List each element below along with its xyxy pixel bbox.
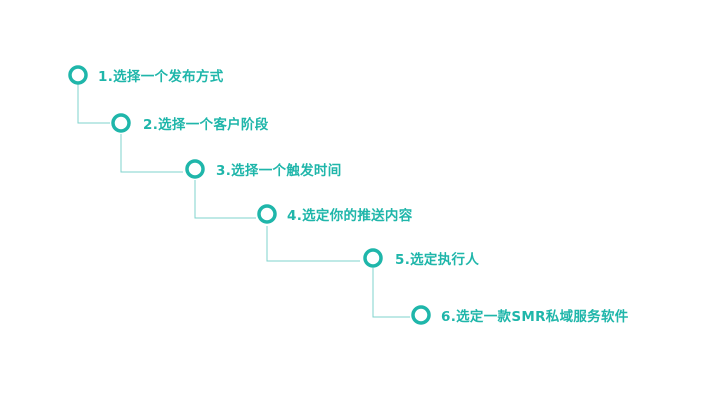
step-2: 2.选择一个客户阶段 <box>143 113 269 133</box>
step-4-label: 4.选定你的推送内容 <box>287 208 413 224</box>
step-1-circle-icon <box>68 65 88 85</box>
connector-group <box>77 84 410 318</box>
connector-2-3 <box>120 134 183 173</box>
step-3-circle-icon <box>185 159 205 179</box>
connector-5-6 <box>372 268 410 318</box>
step-markers <box>68 65 431 325</box>
step-5: 5.选定执行人 <box>395 248 479 268</box>
step-4: 4.选定你的推送内容 <box>287 204 413 224</box>
step-4-circle-icon <box>257 204 277 224</box>
step-6-label: 6.选定一款SMR私域服务软件 <box>441 309 629 325</box>
connector-4-5 <box>266 226 360 262</box>
step-1: 1.选择一个发布方式 <box>98 65 224 85</box>
step-3: 3.选择一个触发时间 <box>216 159 342 179</box>
step-2-label: 2.选择一个客户阶段 <box>143 117 269 133</box>
step-5-circle-icon <box>363 248 383 268</box>
step-6-circle-icon <box>411 305 431 325</box>
step-3-label: 3.选择一个触发时间 <box>216 163 342 179</box>
step-2-circle-icon <box>111 113 131 133</box>
connector-1-2 <box>77 84 110 124</box>
connector-3-4 <box>194 180 256 219</box>
step-5-label: 5.选定执行人 <box>395 252 480 268</box>
step-6: 6.选定一款SMR私域服务软件 <box>441 305 629 325</box>
step-1-label: 1.选择一个发布方式 <box>98 69 224 85</box>
